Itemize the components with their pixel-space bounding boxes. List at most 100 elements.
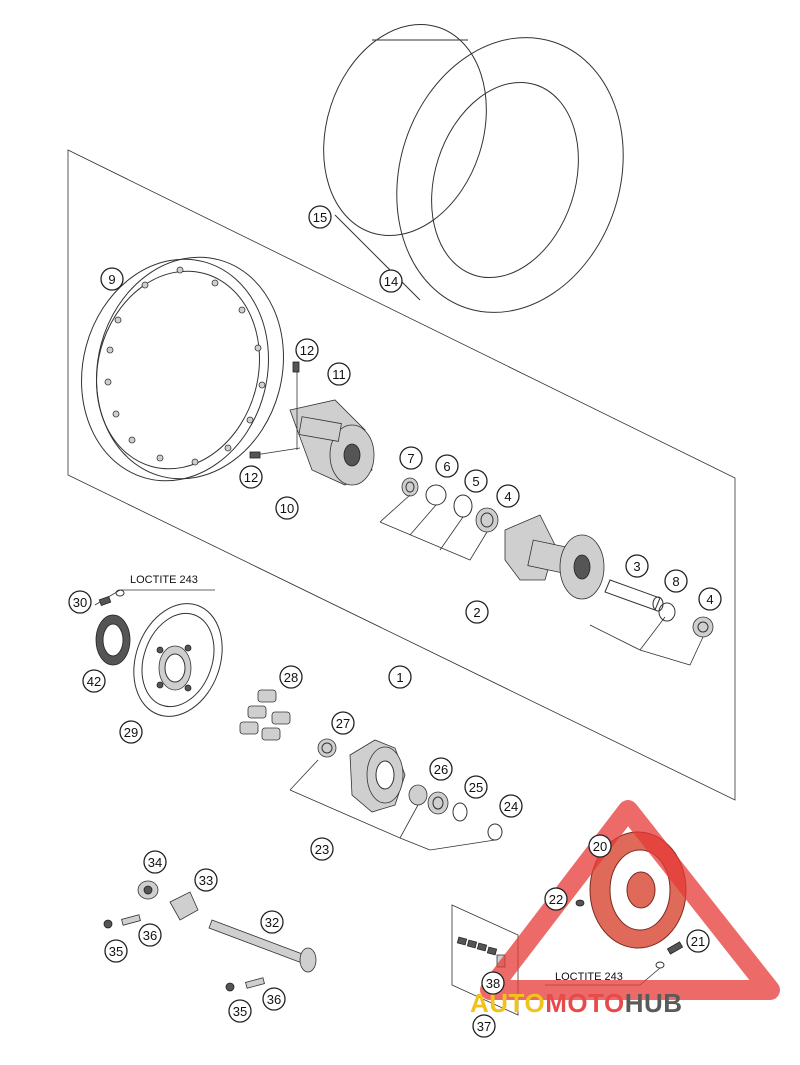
- callout-9: 9: [100, 267, 124, 291]
- callout-circle: [82, 669, 106, 693]
- callout-22: 22: [544, 887, 568, 911]
- callout-36: 36: [138, 923, 162, 947]
- callout-5: 5: [464, 469, 488, 493]
- callout-circle: [435, 454, 459, 478]
- callout-number: 2: [473, 605, 480, 620]
- callout-number: 12: [244, 470, 258, 485]
- callout-number: 35: [233, 1004, 247, 1019]
- callout-circle: [310, 837, 334, 861]
- callout-24: 24: [499, 794, 523, 818]
- callout-36: 36: [262, 987, 286, 1011]
- callout-circle: [698, 587, 722, 611]
- callout-37: 37: [472, 1014, 496, 1038]
- callout-4: 4: [698, 587, 722, 611]
- callout-circle: [228, 999, 252, 1023]
- callout-circle: [464, 469, 488, 493]
- callout-number: 8: [672, 574, 679, 589]
- callout-4: 4: [496, 484, 520, 508]
- callout-circle: [499, 794, 523, 818]
- rim: [81, 256, 284, 482]
- callout-number: 36: [267, 992, 281, 1007]
- callout-layer: 1234456789101112121415202122232425262728…: [68, 205, 722, 1038]
- callout-circle: [308, 205, 332, 229]
- axle-hardware: [103, 880, 265, 992]
- callout-34: 34: [143, 850, 167, 874]
- callout-number: 42: [87, 674, 101, 689]
- callout-number: 6: [443, 459, 450, 474]
- callout-number: 29: [124, 725, 138, 740]
- callout-circle: [262, 987, 286, 1011]
- callout-number: 35: [109, 944, 123, 959]
- callout-circle: [275, 496, 299, 520]
- callout-35: 35: [228, 999, 252, 1023]
- callout-circle: [379, 269, 403, 293]
- tyre: [323, 23, 624, 313]
- callout-circle: [429, 757, 453, 781]
- callout-number: 12: [300, 343, 314, 358]
- callout-number: 25: [469, 780, 483, 795]
- callout-circle: [588, 834, 612, 858]
- callout-number: 27: [336, 716, 350, 731]
- watermark-text: AUTOMOTOHUB: [470, 988, 683, 1018]
- cush-drive-dampers: [239, 689, 291, 741]
- callout-21: 21: [686, 929, 710, 953]
- callout-27: 27: [331, 711, 355, 735]
- callout-circle: [138, 923, 162, 947]
- callout-38: 38: [481, 971, 505, 995]
- callout-circle: [194, 868, 218, 892]
- sensor-ring: [95, 614, 131, 666]
- callout-circle: [544, 887, 568, 911]
- callout-number: 7: [407, 451, 414, 466]
- callout-number: 38: [486, 976, 500, 991]
- spacer-tube: [589, 579, 714, 666]
- watermark-moto: MOTO: [545, 988, 625, 1018]
- callout-circle: [481, 971, 505, 995]
- callout-number: 28: [284, 670, 298, 685]
- bearings-upper: [379, 477, 499, 561]
- callout-number: 1: [396, 670, 403, 685]
- assembly-frame: [67, 149, 736, 801]
- callout-number: 9: [108, 272, 115, 287]
- callout-number: 23: [315, 842, 329, 857]
- callout-circle: [119, 720, 143, 744]
- loctite-note-top: LOCTITE 243: [130, 574, 198, 586]
- callout-number: 24: [504, 799, 518, 814]
- callout-circle: [100, 267, 124, 291]
- callout-25: 25: [464, 775, 488, 799]
- callout-1: 1: [388, 665, 412, 689]
- callout-6: 6: [435, 454, 459, 478]
- callout-number: 37: [477, 1019, 491, 1034]
- callout-20: 20: [588, 834, 612, 858]
- callout-number: 14: [384, 274, 398, 289]
- callout-number: 33: [199, 873, 213, 888]
- callout-number: 4: [706, 592, 713, 607]
- callout-circle: [68, 590, 92, 614]
- callout-number: 21: [691, 934, 705, 949]
- callout-number: 22: [549, 892, 563, 907]
- callout-circle: [279, 665, 303, 689]
- callout-circle: [104, 939, 128, 963]
- screw-30: [98, 589, 125, 607]
- callout-circle: [143, 850, 167, 874]
- callout-circle: [472, 1014, 496, 1038]
- callout-number: 36: [143, 928, 157, 943]
- callout-23: 23: [310, 837, 334, 861]
- callout-number: 34: [148, 855, 162, 870]
- sprocket-carrier: [289, 738, 503, 851]
- callout-2: 2: [465, 600, 489, 624]
- hub-main: [504, 514, 605, 600]
- callout-35: 35: [104, 939, 128, 963]
- hub-assembly-upper: [249, 361, 375, 486]
- callout-circle: [239, 465, 263, 489]
- callout-42: 42: [82, 669, 106, 693]
- callout-number: 3: [633, 559, 640, 574]
- callout-circle: [331, 711, 355, 735]
- callout-28: 28: [279, 665, 303, 689]
- callout-number: 26: [434, 762, 448, 777]
- callout-number: 30: [73, 595, 87, 610]
- callout-circle: [295, 338, 319, 362]
- callout-11: 11: [327, 362, 351, 386]
- callout-circle: [664, 569, 688, 593]
- callout-number: 32: [265, 915, 279, 930]
